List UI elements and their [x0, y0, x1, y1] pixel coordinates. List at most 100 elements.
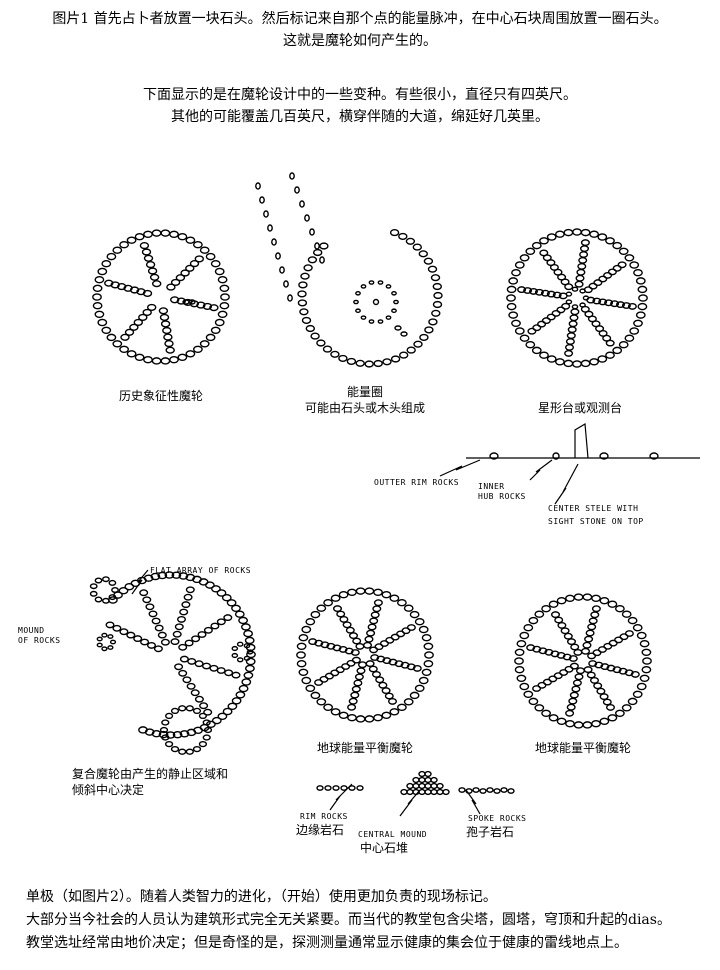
spoke-rock	[493, 788, 501, 794]
spoke-stone	[583, 666, 593, 674]
spoke-stone	[561, 302, 571, 310]
rim-stone	[157, 571, 168, 580]
spoke-stone	[164, 340, 174, 348]
rim-stone	[330, 594, 341, 602]
rim-stone	[226, 599, 237, 607]
rim-stone	[143, 230, 153, 239]
inner-ring-stone	[360, 284, 367, 289]
rim-stone	[423, 642, 434, 651]
spoke-stone	[627, 302, 637, 310]
spoke-stone	[196, 301, 206, 309]
spoke-stone	[569, 691, 579, 699]
center-stele-label-line-1: CENTER STELE WITH	[548, 504, 639, 513]
spoke-stone	[342, 621, 352, 629]
rim-stone	[421, 633, 432, 642]
rim-stone	[355, 715, 366, 723]
hub-stone	[571, 286, 579, 292]
spoke-stone	[142, 308, 152, 316]
inner-ring-stone	[355, 291, 361, 296]
rim-stone	[615, 709, 625, 718]
rim-stone	[177, 353, 188, 362]
spoke-stone	[183, 593, 193, 601]
spoke-stone	[630, 670, 640, 678]
spoke-stone	[610, 300, 620, 308]
spoke-stone	[338, 645, 348, 653]
rim-stone	[418, 676, 429, 685]
spoke-stone	[159, 313, 170, 321]
rim-stone	[423, 659, 434, 668]
rim-stone	[637, 302, 648, 311]
rim-stone	[323, 598, 333, 607]
rim-stone	[582, 721, 593, 729]
rest-area-stone	[161, 734, 170, 741]
rim-stone	[546, 355, 557, 363]
inner-ring-stone	[391, 308, 397, 313]
rim-stone	[555, 230, 565, 238]
spoke-stone	[223, 614, 233, 622]
spoke-stone	[179, 655, 189, 663]
spoke-stone	[124, 328, 135, 336]
rim-stone	[637, 285, 648, 294]
rim-stone	[205, 333, 216, 342]
spoke-stone	[526, 644, 536, 652]
spoke-stone	[201, 662, 211, 670]
rim-rocks-label: RIM ROCKS	[300, 812, 348, 821]
rim-stone	[539, 237, 549, 245]
spoke-stone	[350, 649, 360, 656]
rim-stone	[171, 571, 182, 579]
rim-stone	[531, 241, 542, 250]
spoke-stone	[565, 343, 575, 351]
spoke-rock	[472, 787, 480, 793]
rim-stone	[409, 610, 420, 619]
spoke-stone	[366, 629, 376, 637]
rim-stone	[627, 697, 638, 706]
rim-stone	[305, 617, 316, 626]
rim-stone	[296, 659, 307, 668]
rest-area-stone	[198, 740, 208, 748]
spoke-stone	[624, 630, 634, 637]
spoke-stone	[578, 256, 588, 264]
rim-stone	[414, 617, 425, 626]
rim-stone	[627, 616, 638, 625]
spoke-stone	[565, 338, 575, 345]
spoke-stone	[353, 679, 363, 687]
spoke-stone	[197, 631, 207, 638]
rim-stone	[240, 623, 251, 631]
rest-area-stone	[161, 719, 170, 726]
spoke-stone	[356, 667, 366, 675]
spoke-stone	[574, 280, 584, 288]
rim-stone	[323, 703, 333, 712]
rim-stone	[373, 588, 383, 597]
historic-wheel-illustration	[92, 229, 230, 365]
energy-ring-caption: 能量圈 可能由石头或木头组成	[290, 384, 440, 416]
spoke-rocks-caption: 孢子岩石	[466, 825, 515, 839]
mound-rock	[430, 788, 438, 796]
center-stele-label-line-2: SIGHT STONE ON TOP	[548, 517, 644, 526]
rim-stone	[364, 587, 375, 595]
center-stele	[574, 422, 589, 459]
spoke-stone	[579, 245, 589, 253]
rim-stone	[381, 711, 392, 720]
small-mound-stone	[231, 652, 239, 659]
trail-stone	[314, 242, 320, 250]
rim-stone	[92, 301, 103, 310]
rest-area-stone	[164, 740, 174, 748]
spoke-stone	[588, 617, 598, 625]
rim-stone	[219, 284, 230, 293]
rim-stone	[636, 682, 647, 691]
rim-stone	[204, 581, 215, 589]
mound-rock	[424, 770, 432, 778]
spoke-stone	[189, 260, 200, 268]
flat-array-stone	[102, 597, 110, 604]
star-platform-caption: 星形台或观测台	[537, 401, 622, 415]
rim-stone	[534, 610, 545, 618]
rim-stone	[516, 674, 527, 683]
historic-wheel-caption: 历史象征性魔轮	[118, 389, 203, 403]
trail-stone	[309, 228, 315, 236]
rim-stone	[210, 585, 221, 593]
spoke-stone	[194, 660, 204, 668]
spoke-stone	[187, 657, 197, 665]
center-stone	[372, 298, 380, 306]
rim-stone	[220, 293, 230, 301]
rim-stone	[222, 707, 233, 716]
